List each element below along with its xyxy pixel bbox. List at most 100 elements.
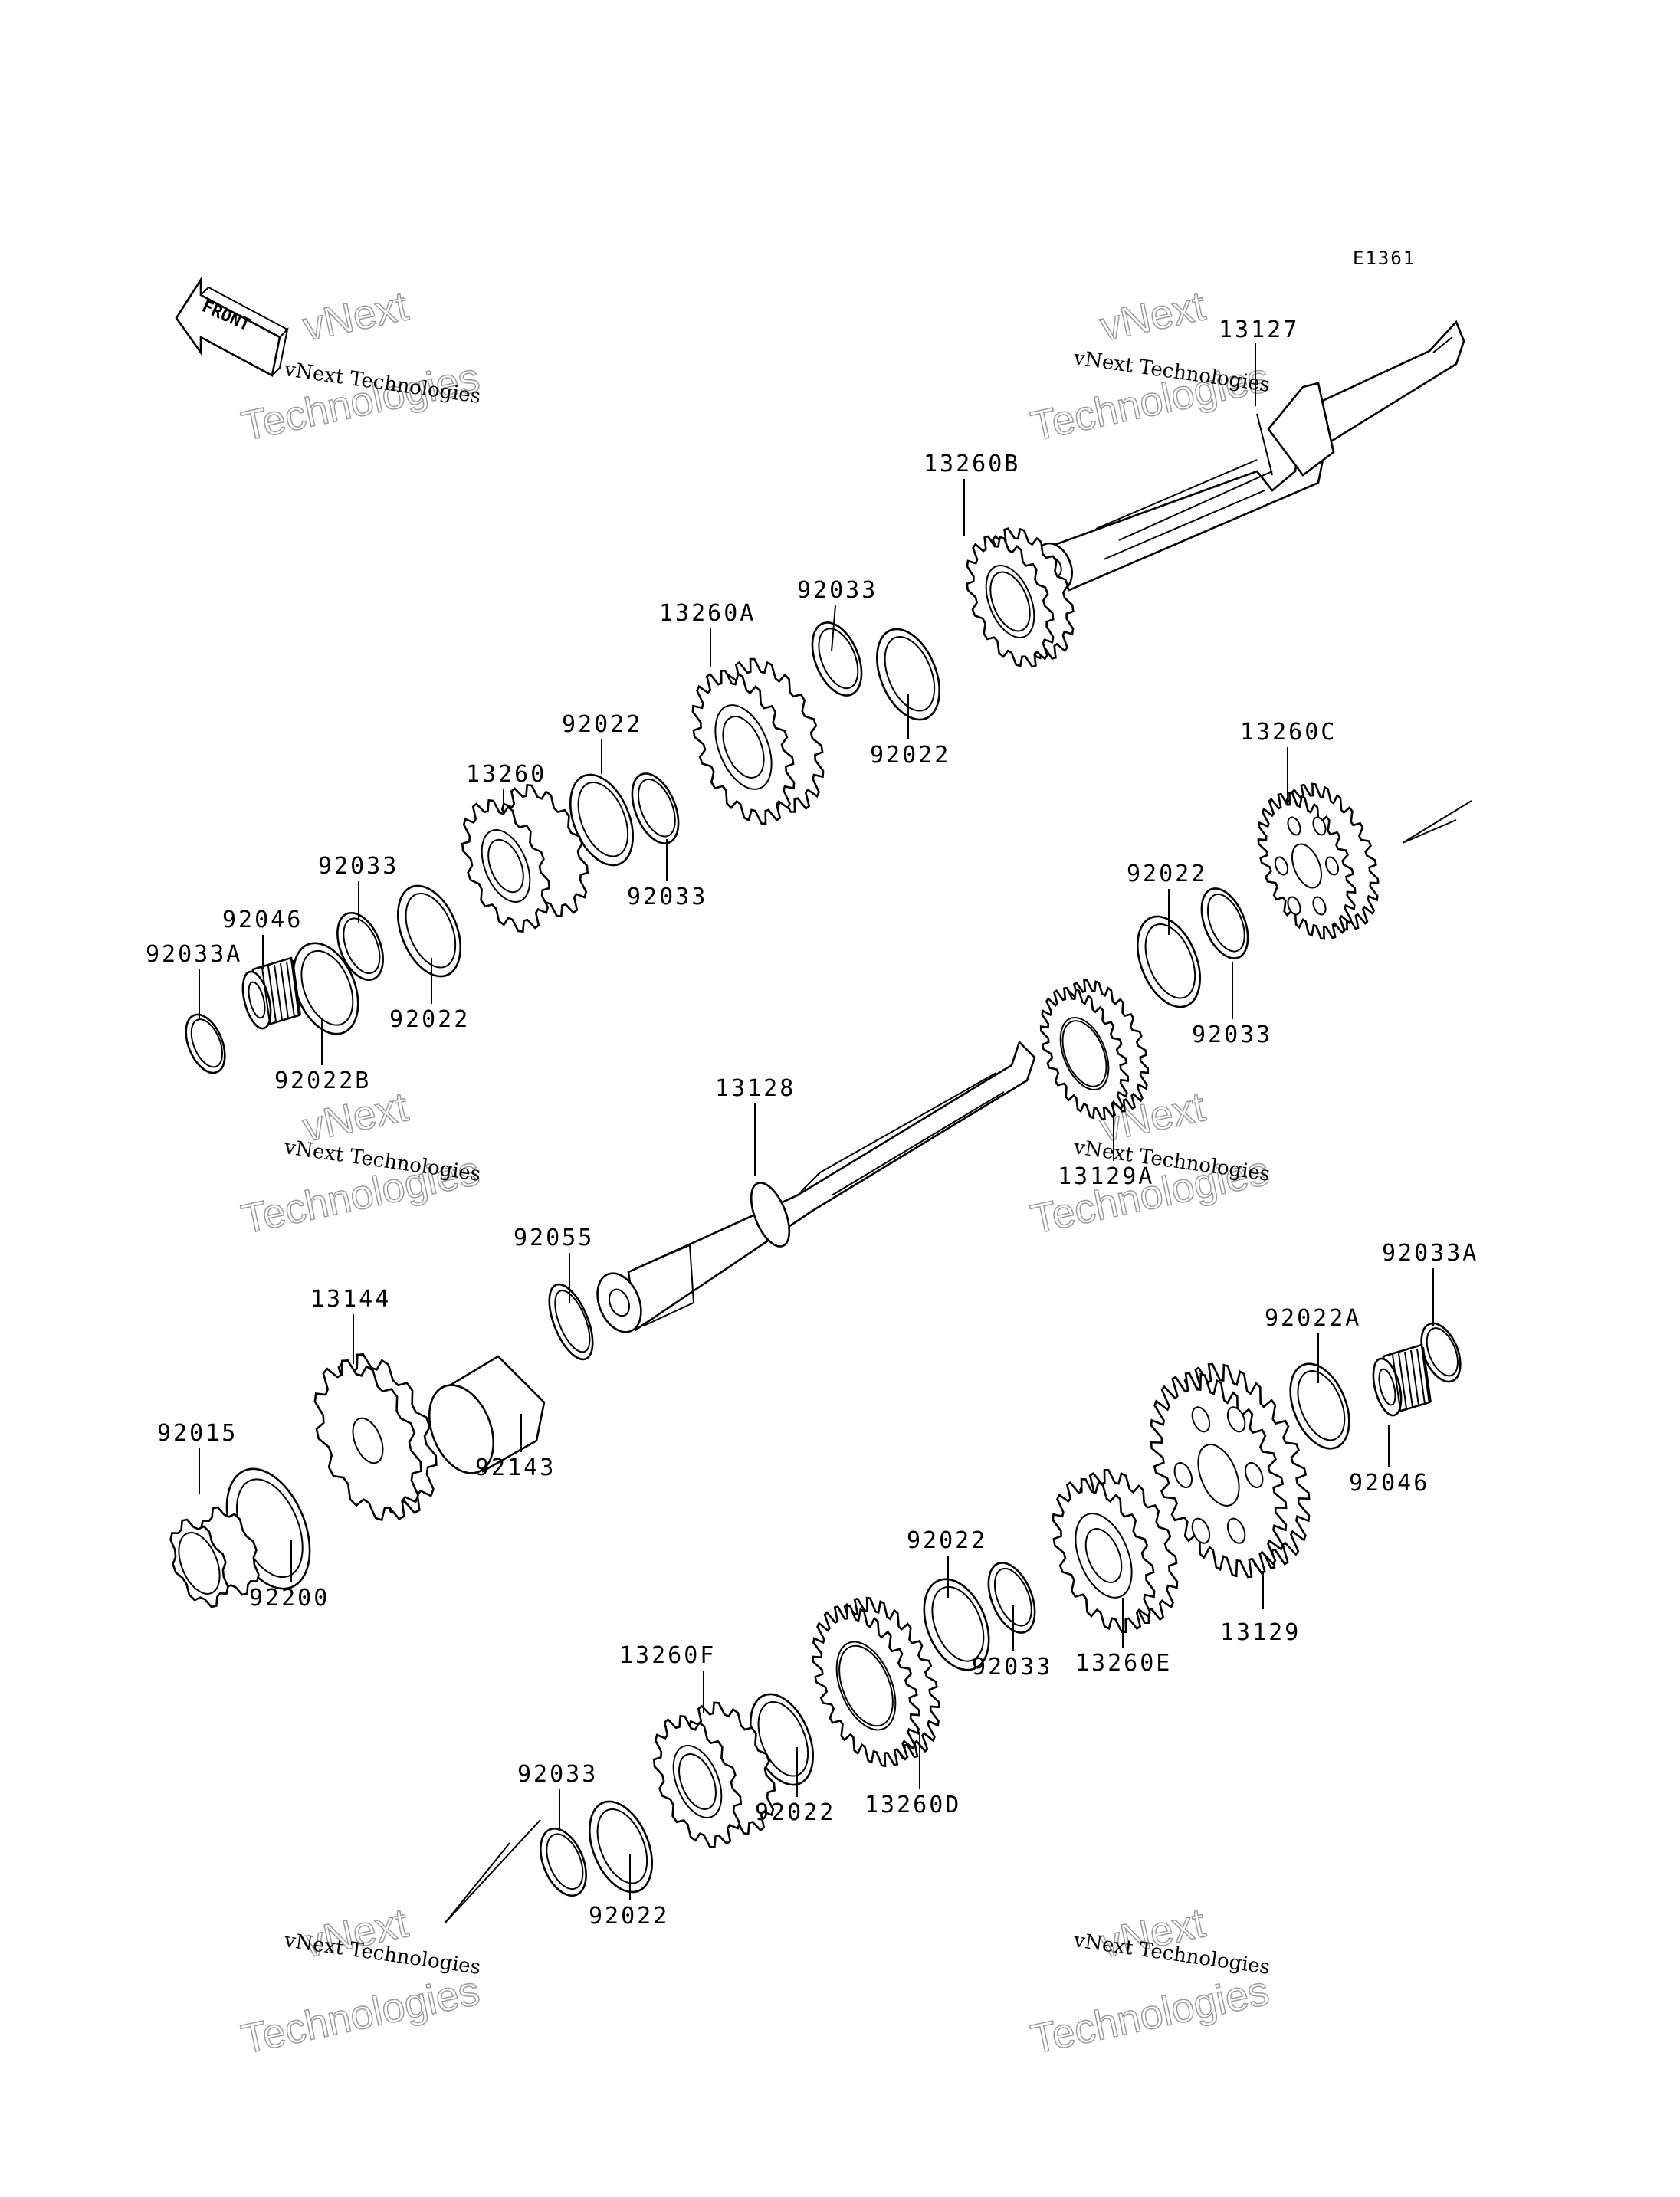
nut-92015-bore <box>178 1532 221 1595</box>
front-arrow-icon: FRONT <box>175 276 289 377</box>
gear-13260D <box>812 1596 940 1768</box>
gear-13260F-bore <box>678 1753 717 1810</box>
needle-bearing-92046-a <box>241 956 301 1030</box>
washer-92022-e <box>923 1578 990 1671</box>
gear-13260D-bore <box>838 1644 894 1727</box>
label-92033: 92033 <box>972 1654 1052 1681</box>
needle-bearing-92046-b-roller <box>1398 1353 1407 1409</box>
gear-13129-bore <box>1197 1444 1240 1507</box>
needle-bearing-92046-a-roller <box>267 966 277 1022</box>
circlip-92033-d-inner <box>1206 893 1245 953</box>
circlip-92033-b <box>631 769 680 844</box>
label-13144: 13144 <box>310 1286 391 1313</box>
circlip-92033-e-gap <box>1019 1558 1031 1569</box>
gear-group <box>169 527 1462 1897</box>
label-13260C: 13260C <box>1240 719 1337 746</box>
washer-92022-d-inner <box>1144 923 1196 999</box>
label-92022A: 92022A <box>1265 1305 1361 1332</box>
circlip-92033-d-gap <box>1232 884 1244 894</box>
gear-13260F <box>652 1701 776 1849</box>
label-92033: 92033 <box>318 853 399 880</box>
gear-13260B-bore <box>989 571 1031 632</box>
diagram-code: E1361 <box>1353 248 1416 269</box>
label-92022: 92022 <box>907 1527 987 1554</box>
circlip-92033-e-inner <box>993 1567 1032 1627</box>
output-shaft-13128 <box>596 1040 1036 1333</box>
circlip-92033-a-inner <box>818 628 859 690</box>
label-13129: 13129 <box>1220 1619 1301 1646</box>
gear-13129-hole <box>1226 1406 1246 1433</box>
label-13260F: 13260F <box>619 1642 716 1669</box>
label-92022: 92022 <box>589 1903 669 1930</box>
collar-92143 <box>428 1355 546 1474</box>
gear-13260C-hole <box>1312 896 1327 916</box>
washer-92022-e-inner <box>931 1585 985 1662</box>
watermark-text: Technologies <box>1027 1968 1273 2063</box>
watermark-bottom-right: vNext Technologies vNext Technologies <box>1026 1900 1273 2064</box>
gear-13129-hole <box>1244 1461 1264 1489</box>
label-92022: 92022 <box>755 1799 835 1826</box>
label-92033: 92033 <box>1192 1021 1272 1048</box>
circlip-92033A-a-gap <box>212 1010 223 1021</box>
label-92200: 92200 <box>249 1585 330 1612</box>
oring-92055-inner <box>554 1290 591 1353</box>
washer-92022-b <box>569 773 634 867</box>
needle-bearing-92046-a-roller <box>261 967 271 1024</box>
label-13260: 13260 <box>466 761 546 788</box>
label-13128: 13128 <box>715 1075 796 1102</box>
needle-bearing-92046-b-roller <box>1404 1351 1413 1408</box>
gear-13260C-hole <box>1287 896 1301 916</box>
label-92022: 92022 <box>870 742 950 769</box>
label-92046: 92046 <box>222 907 303 933</box>
needle-bearing-92046-b-roller <box>1422 1346 1432 1403</box>
watermark-mid-left: vNext Technologies vNext Technologies <box>237 1084 484 1244</box>
circlip-92033-e <box>987 1558 1036 1634</box>
gear-13129-hole <box>1173 1461 1193 1489</box>
needle-bearing-92046-b-roller <box>1410 1349 1419 1406</box>
label-13127: 13127 <box>1219 316 1299 343</box>
label-92055: 92055 <box>514 1225 594 1251</box>
label-92033: 92033 <box>517 1761 598 1788</box>
circlip-92033-f-gap <box>571 1824 582 1835</box>
watermark-text: vNext <box>1096 283 1209 349</box>
gear-13260A-bore <box>722 716 765 779</box>
gear-13129-hole <box>1191 1406 1211 1433</box>
nut-92015 <box>169 1506 260 1608</box>
washer-92022-g <box>589 1800 653 1894</box>
circlip-92033A-a-inner <box>190 1018 223 1068</box>
oring-92055 <box>548 1283 594 1361</box>
circlip-92033-a <box>811 618 863 697</box>
circlip-92033-c-gap <box>368 908 379 919</box>
washer-92022-c-inner <box>405 892 457 969</box>
drive-shaft-13127 <box>1035 320 1465 592</box>
gear-13260 <box>461 783 589 933</box>
needle-bearing-92046-a-bore <box>248 981 266 1019</box>
circlip-92033-c <box>336 908 384 982</box>
gear-13129A <box>1039 979 1150 1120</box>
label-92022B: 92022B <box>274 1067 371 1094</box>
gear-13260C <box>1257 782 1380 940</box>
label-92022: 92022 <box>562 711 642 738</box>
label-92022: 92022 <box>1127 861 1207 887</box>
gear-13260E <box>1052 1469 1179 1633</box>
label-13260E: 13260E <box>1075 1650 1172 1677</box>
gear-13129-hole <box>1191 1517 1211 1544</box>
watermark-bottom-left: vNext Technologies vNext Technologies <box>237 1900 484 2064</box>
gear-13260C-hole <box>1287 816 1301 836</box>
gear-13260B <box>966 527 1075 668</box>
circlip-92033-a-gap <box>845 618 857 628</box>
gear-13260E-bore <box>1084 1528 1123 1583</box>
label-13260A: 13260A <box>659 600 756 627</box>
washer-92022-g-inner <box>596 1808 648 1884</box>
circlip-92033A-b <box>1420 1319 1462 1383</box>
washer-92022-b-inner <box>577 781 629 857</box>
circlip-92033-f <box>540 1824 587 1897</box>
needle-bearing-92046-b-roller <box>1392 1354 1401 1411</box>
circlip-92033A-b-inner <box>1426 1327 1459 1377</box>
circlip-92033-b-gap <box>663 769 674 779</box>
needle-bearing-92046-b-roller <box>1416 1348 1426 1405</box>
needle-bearing-92046-b-bore <box>1378 1368 1396 1406</box>
part-labels: 13127 13260B 92033 92022 13260A 13260 92… <box>146 316 1476 1930</box>
circlip-92033-d <box>1200 884 1249 959</box>
needle-bearing-92046-a-roller <box>292 959 301 1016</box>
